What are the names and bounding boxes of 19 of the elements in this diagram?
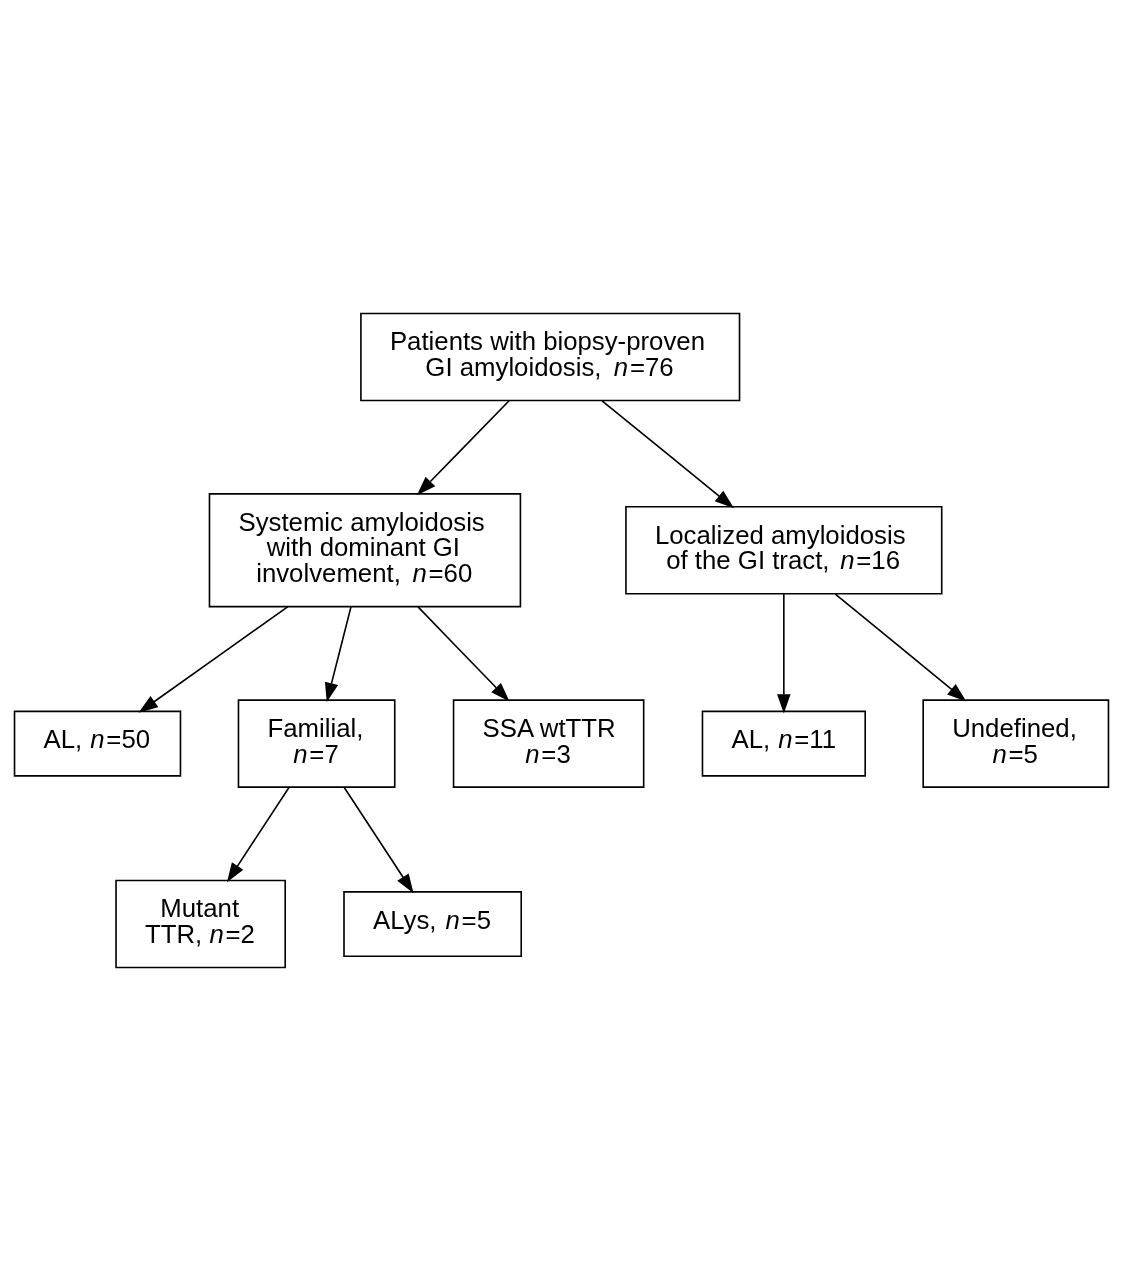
arrow [416, 399, 510, 495]
node-box: Localized amyloidosis of the GI tract, n=16 [625, 505, 943, 595]
node-box: AL, n=11 [701, 710, 866, 777]
arrow [601, 399, 735, 508]
arrow [343, 785, 414, 893]
node-box: SSA wtTTR n=3 [452, 698, 645, 788]
arrow [834, 592, 967, 701]
arrow [417, 605, 510, 702]
node-box: Systemic amyloidosis with dominant GI involvement, n=60 [208, 492, 522, 607]
arrow [777, 592, 791, 714]
arrow [226, 785, 290, 882]
node-box: Patients with biopsy-proven GI amyloidosis, n=76 [360, 312, 741, 401]
arrow [138, 605, 289, 713]
node-box: Undefined, n=5 [922, 698, 1110, 788]
arrow [324, 605, 352, 702]
node-box: Mutant TTR, n=2 [115, 879, 286, 968]
node-box: ALys, n=5 [343, 890, 523, 957]
node-box: AL, n=50 [13, 710, 182, 777]
node-box: Familial, n=7 [237, 698, 396, 788]
